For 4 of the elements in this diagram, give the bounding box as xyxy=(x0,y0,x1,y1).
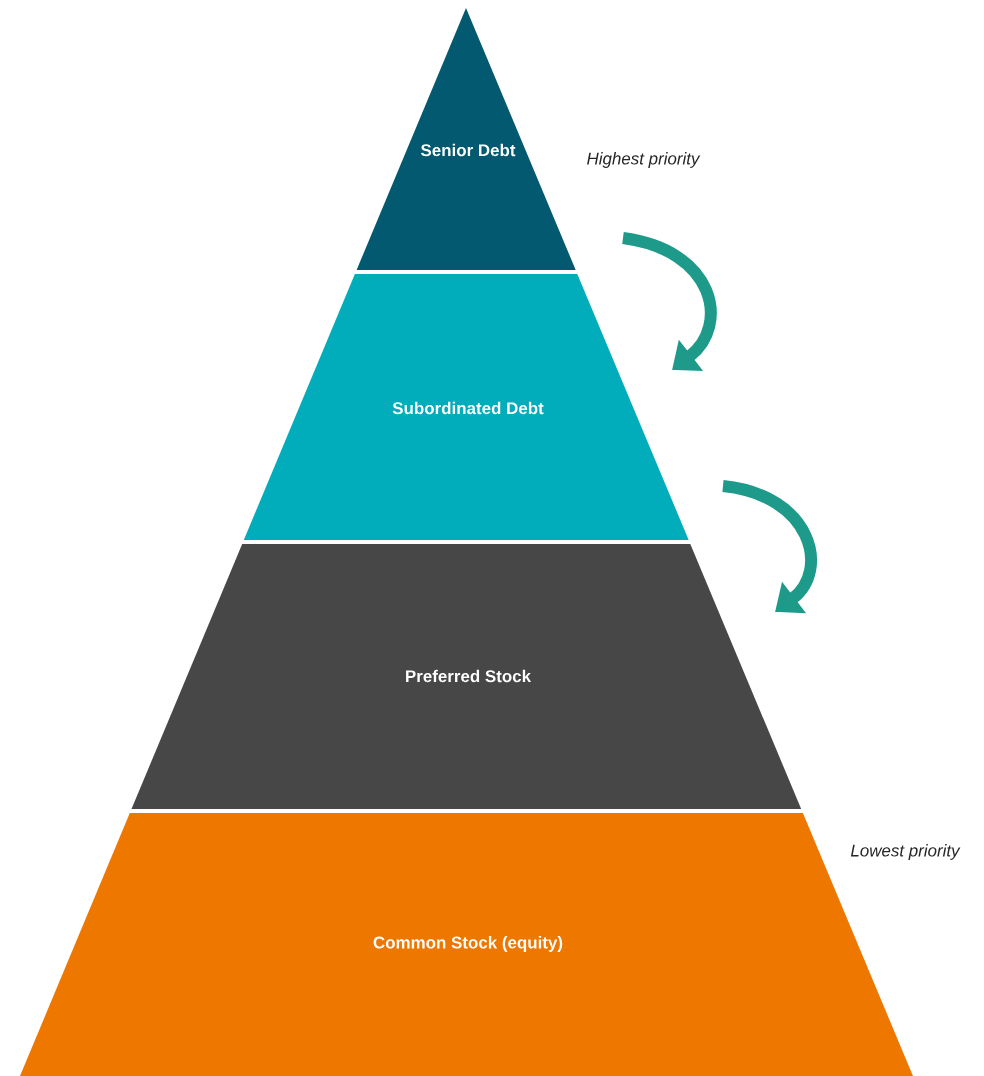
side-note: Highest priority xyxy=(587,152,701,168)
pyramid-level: Preferred Stock xyxy=(131,544,802,809)
pyramid-level: Subordinated Debt xyxy=(243,274,689,540)
pyramid-level: Senior Debt xyxy=(356,8,576,270)
